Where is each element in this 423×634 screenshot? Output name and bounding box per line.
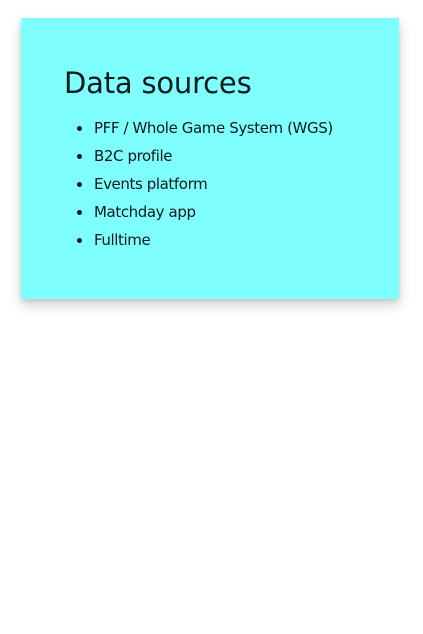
- bullet-icon: [77, 209, 82, 215]
- list-item: PFF / Whole Game System (WGS): [64, 114, 399, 142]
- list-item-label: B2C profile: [94, 147, 173, 165]
- sticky-note-card: Data sources PFF / Whole Game System (WG…: [21, 18, 399, 299]
- list-item: Fulltime: [64, 226, 399, 254]
- bullet-icon: [77, 237, 82, 243]
- list-item-label: Events platform: [94, 175, 208, 193]
- list-item: B2C profile: [64, 142, 399, 170]
- list-item-label: PFF / Whole Game System (WGS): [94, 119, 333, 137]
- data-sources-list: PFF / Whole Game System (WGS) B2C profil…: [64, 114, 399, 254]
- list-item-label: Fulltime: [94, 231, 151, 249]
- list-item-label: Matchday app: [94, 203, 196, 221]
- bullet-icon: [77, 125, 82, 131]
- list-item: Matchday app: [64, 198, 399, 226]
- list-item: Events platform: [64, 170, 399, 198]
- bullet-icon: [77, 181, 82, 187]
- bullet-icon: [77, 153, 82, 159]
- card-title: Data sources: [64, 66, 252, 100]
